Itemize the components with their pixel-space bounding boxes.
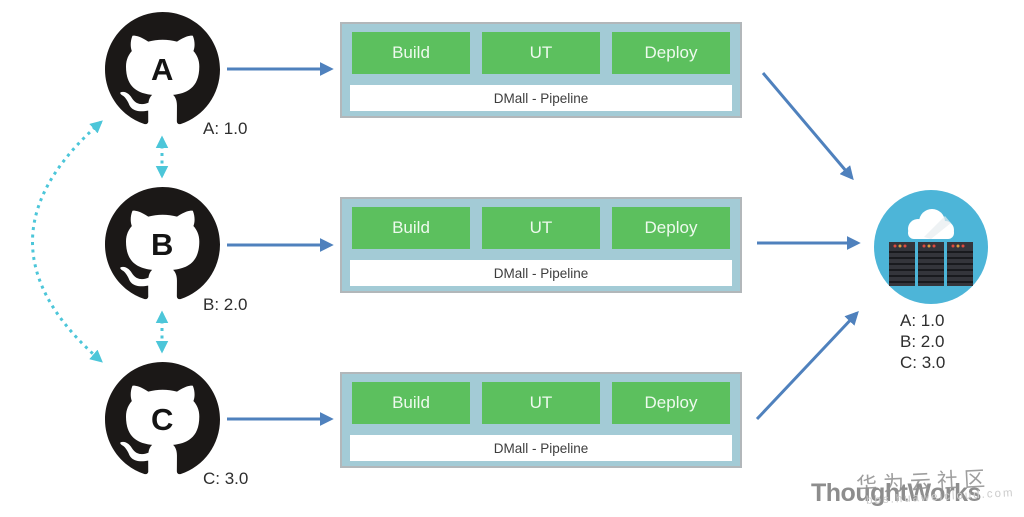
- thoughtworks-logo: ThoughtWorks: [811, 479, 981, 507]
- stage-ut: UT: [482, 382, 600, 424]
- pipeline-name-label: DMall - Pipeline: [350, 260, 732, 286]
- pipeline-box-3: Build UT Deploy DMall - Pipeline: [340, 372, 742, 468]
- stage-build: Build: [352, 32, 470, 74]
- pipeline-box-1: Build UT Deploy DMall - Pipeline: [340, 22, 742, 118]
- stage-deploy: Deploy: [612, 207, 730, 249]
- github-octocat-icon: [105, 12, 220, 125]
- stage-build: Build: [352, 382, 470, 424]
- arrow-repo-a-repo-c-dependency: [31, 120, 103, 363]
- repo-version-label: C: 3.0: [203, 469, 249, 488]
- repo-letter: B: [151, 227, 174, 263]
- pipeline-name-label: DMall - Pipeline: [350, 85, 732, 111]
- repo-letter: C: [151, 402, 174, 438]
- arrow-pipeline-3-to-server: [755, 310, 859, 421]
- stage-ut: UT: [482, 207, 600, 249]
- deployment-server-node: [874, 190, 988, 304]
- repo-version-label: B: 2.0: [203, 295, 248, 314]
- github-repo-b: B: [105, 187, 220, 302]
- server-version-c: C: 3.0: [900, 353, 946, 372]
- server-version-a: A: 1.0: [900, 311, 945, 330]
- stage-deploy: Deploy: [612, 382, 730, 424]
- server-version-b: B: 2.0: [900, 332, 945, 351]
- pipeline-name-label: DMall - Pipeline: [350, 435, 732, 461]
- github-octocat-icon: [105, 362, 220, 475]
- cloud-servers-icon: [874, 190, 988, 304]
- github-repo-c: C: [105, 362, 220, 477]
- repo-version-label: A: 1.0: [203, 119, 248, 138]
- server-deployed-versions: A: 1.0 B: 2.0 C: 3.0: [900, 310, 945, 373]
- pipeline-box-2: Build UT Deploy DMall - Pipeline: [340, 197, 742, 293]
- pipeline-stages: Build UT Deploy: [342, 199, 740, 249]
- github-octocat-icon: [105, 187, 220, 300]
- repo-letter: A: [151, 52, 174, 88]
- arrow-pipeline-1-to-server: [761, 72, 854, 181]
- github-repo-a: A: [105, 12, 220, 127]
- pipeline-stages: Build UT Deploy: [342, 374, 740, 424]
- stage-ut: UT: [482, 32, 600, 74]
- pipeline-stages: Build UT Deploy: [342, 24, 740, 74]
- stage-deploy: Deploy: [612, 32, 730, 74]
- stage-build: Build: [352, 207, 470, 249]
